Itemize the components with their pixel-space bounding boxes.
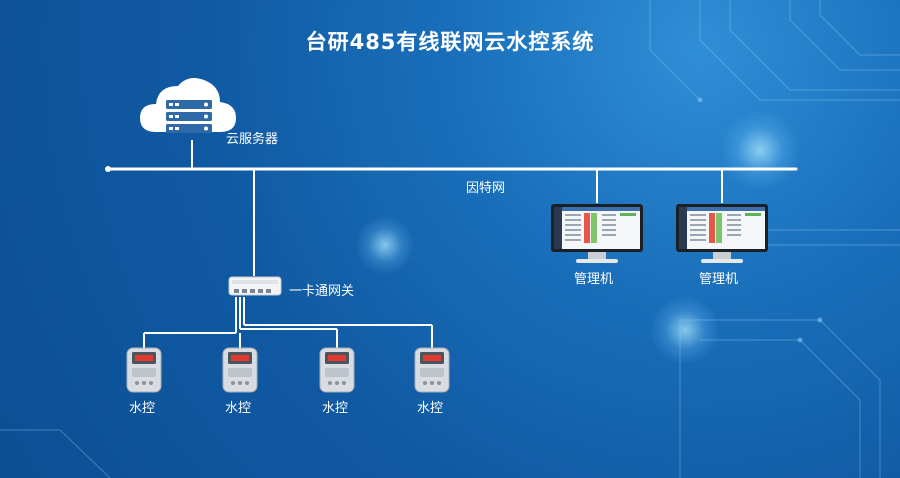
background-glow bbox=[720, 110, 800, 190]
background-glow bbox=[650, 295, 720, 365]
cloud-server-icon bbox=[140, 78, 236, 133]
manager-computer-icon bbox=[551, 204, 643, 263]
water-control-icon bbox=[319, 347, 355, 393]
cloud-server-label: 云服务器 bbox=[226, 132, 279, 147]
water-control-label: 水控 bbox=[225, 401, 252, 416]
manager-computer-icon bbox=[676, 204, 768, 263]
gateway-label: 一卡通网关 bbox=[289, 284, 355, 299]
water-control-icon bbox=[222, 347, 258, 393]
diagram-title: 台研485有线联网云水控系统 bbox=[305, 30, 595, 54]
background-glow bbox=[355, 215, 415, 275]
internet-label: 因特网 bbox=[466, 181, 506, 196]
gateway-icon bbox=[228, 276, 282, 296]
water-control-icon bbox=[414, 347, 450, 393]
manager-label: 管理机 bbox=[699, 272, 739, 287]
water-control-label: 水控 bbox=[322, 401, 349, 416]
water-control-icon bbox=[126, 347, 162, 393]
manager-label: 管理机 bbox=[574, 272, 614, 287]
water-control-label: 水控 bbox=[129, 401, 156, 416]
water-control-label: 水控 bbox=[417, 401, 444, 416]
